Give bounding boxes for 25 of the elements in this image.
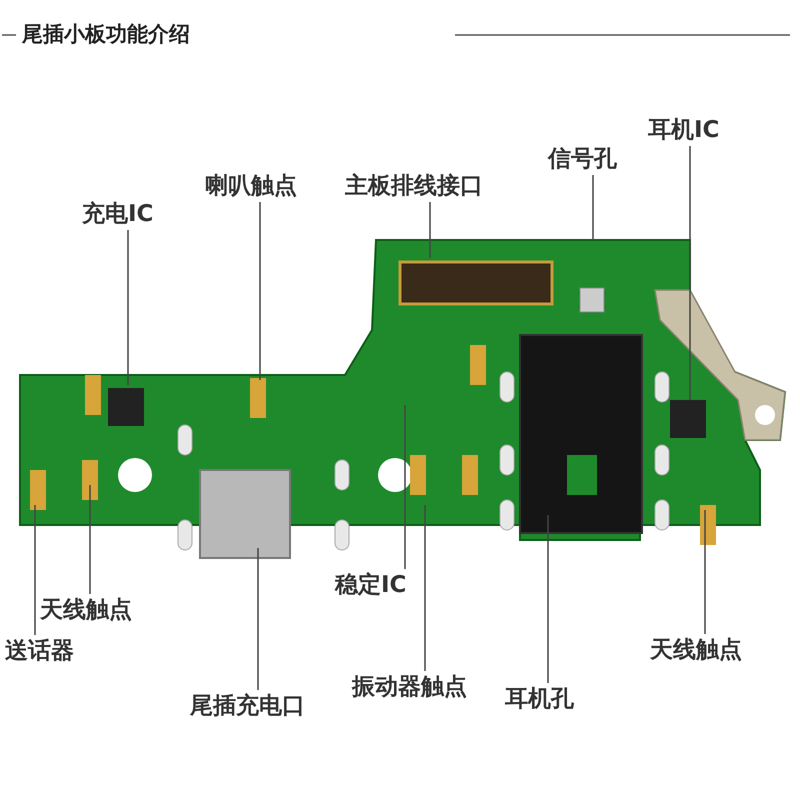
leader-line (592, 175, 594, 240)
callout-label: 天线触点 (40, 596, 132, 624)
leader-line (34, 505, 36, 635)
leader-line (689, 146, 691, 400)
callout-label: 送话器 (5, 637, 74, 665)
leader-line (547, 515, 549, 683)
callout-label: 信号孔 (548, 145, 617, 173)
leader-line (424, 505, 426, 671)
title: 尾插小板功能介绍 (22, 21, 190, 48)
leader-line (259, 202, 261, 380)
callout-label: 耳机孔 (505, 685, 574, 713)
leader-line (404, 405, 406, 569)
leader-line (704, 510, 706, 634)
callout-label: 充电IC (82, 200, 154, 228)
callout-label: 主板排线接口 (345, 172, 483, 200)
callout-label: 尾插充电口 (190, 692, 305, 720)
leader-line (89, 485, 91, 594)
callout-label: 振动器触点 (352, 673, 467, 701)
leader-line (257, 548, 259, 690)
callout-label: 天线触点 (650, 636, 742, 664)
callout-label: 稳定IC (335, 571, 406, 599)
callout-label: 喇叭触点 (205, 172, 297, 200)
leader-line (127, 230, 129, 385)
callout-label: 耳机IC (648, 116, 720, 144)
leader-line (429, 202, 431, 258)
